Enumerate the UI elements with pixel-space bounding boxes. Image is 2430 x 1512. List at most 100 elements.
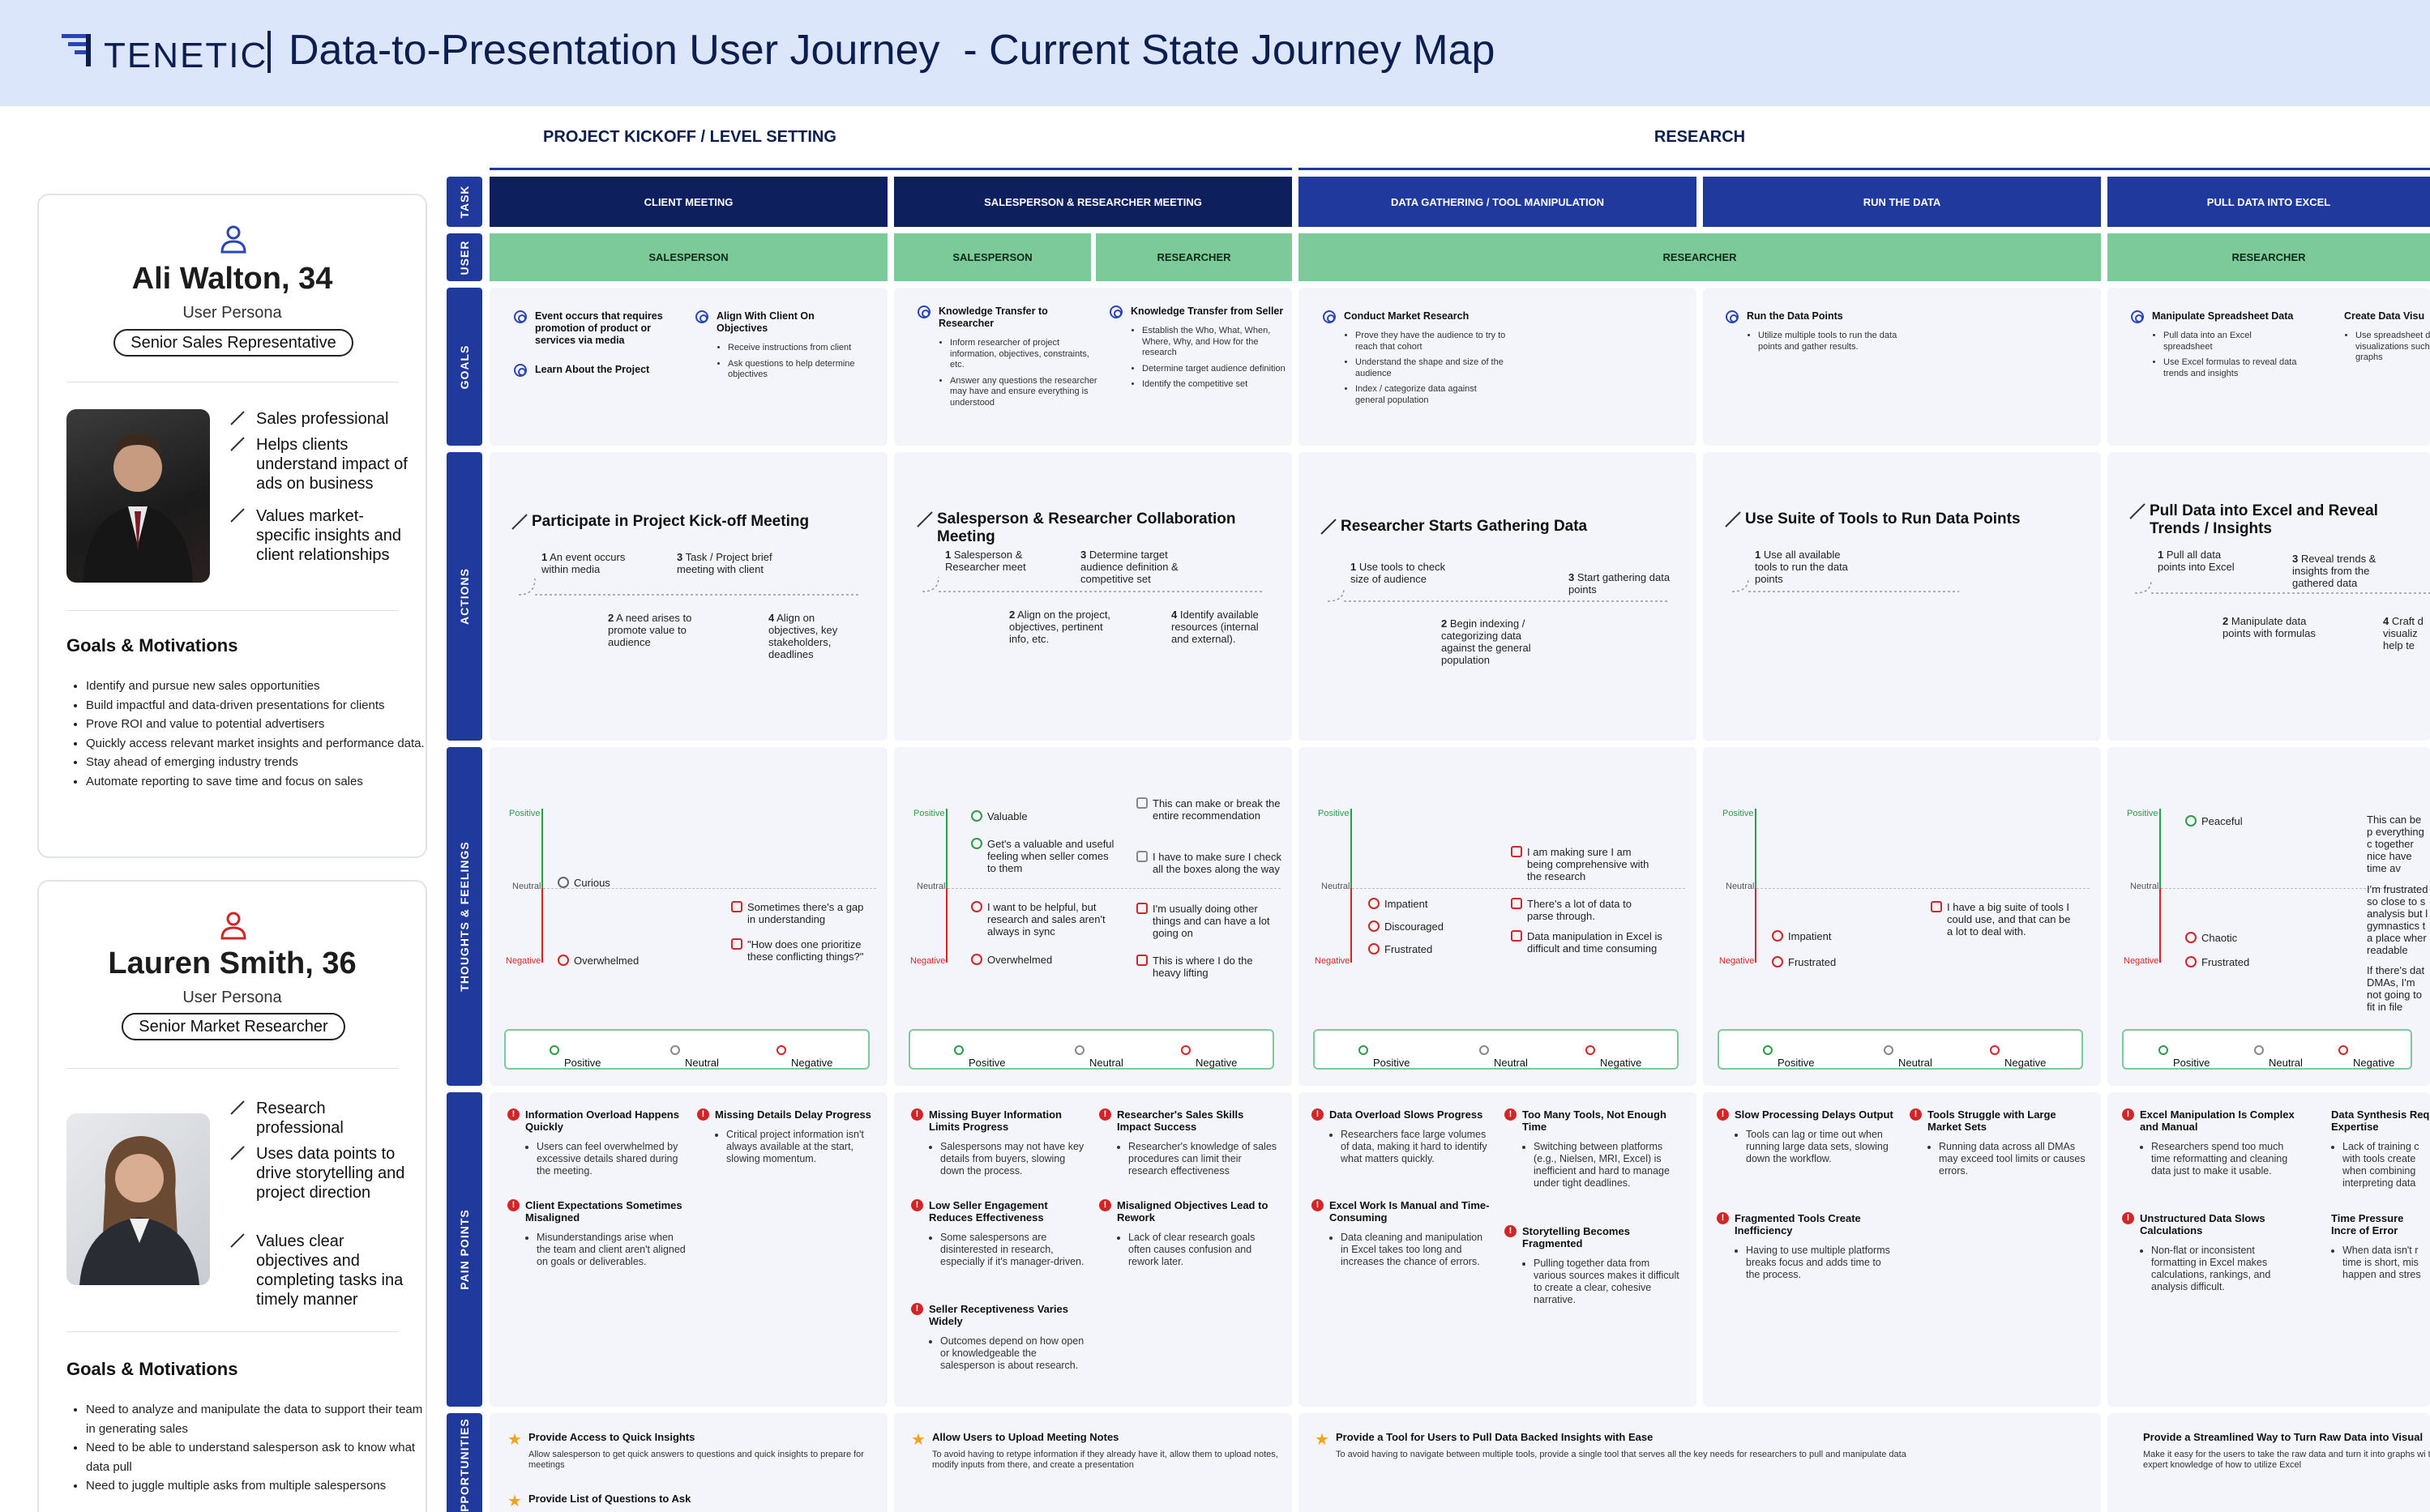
- logo-text: TENETIC: [104, 36, 268, 75]
- task-client-meeting: CLIENT MEETING: [490, 177, 888, 227]
- smile-icon: [971, 810, 982, 822]
- axis-positive-line: [946, 809, 948, 888]
- pain-point: !Fragmented Tools Create InefficiencyHav…: [1717, 1212, 1897, 1281]
- goal-item: Manipulate Spreadsheet DataPull data int…: [2131, 310, 2298, 384]
- feeling-quote: Sometimes there's a gap in understanding: [731, 901, 869, 925]
- alert-icon: !: [1910, 1108, 1922, 1121]
- alert-icon: !: [1504, 1225, 1517, 1237]
- row-label-thoughts: THOUGHTS & FEELINGS: [447, 747, 482, 1086]
- axis-label-positive: Positive: [509, 809, 541, 818]
- frown-icon: [1181, 1045, 1191, 1055]
- task-run-the-data: RUN THE DATA: [1703, 177, 2101, 227]
- neutral-face-icon: [558, 877, 569, 888]
- feeling-state: Overwhelmed: [558, 955, 704, 967]
- person-icon: [220, 225, 246, 254]
- frown-icon: [2185, 956, 2197, 967]
- frown-icon: [1772, 930, 1783, 942]
- pain-point: !Excel Work Is Manual and Time-Consuming…: [1311, 1199, 1491, 1268]
- action-flow-line: [922, 576, 1263, 592]
- goals-motivations-list: Identify and pursue new sales opportunit…: [86, 677, 426, 791]
- pain-point: !Data Overload Slows ProgressResearchers…: [1311, 1108, 1491, 1165]
- action-step: 2 Manipulate data points with formulas: [2223, 615, 2316, 639]
- speech-bubble-icon: [1511, 930, 1522, 942]
- phase-kickoff-label: PROJECT KICKOFF / LEVEL SETTING: [543, 128, 836, 146]
- list-item: Automate reporting to save time and focu…: [86, 772, 426, 792]
- list-item: Need to analyze and manipulate the data …: [86, 1400, 426, 1438]
- frown-icon: [971, 901, 982, 912]
- legend-item: Neutral: [1884, 1044, 1932, 1069]
- pain-point: !Seller Receptiveness Varies WidelyOutco…: [911, 1303, 1091, 1372]
- alert-icon: !: [1717, 1212, 1729, 1224]
- feeling-state: I want to be helpful, but research and s…: [971, 901, 1117, 938]
- pain-point: !Time Pressure Incre of ErrorWhen data i…: [2331, 1212, 2430, 1281]
- pain-point: !Unstructured Data Slows CalculationsNon…: [2122, 1212, 2302, 1293]
- neutral-baseline: [1756, 888, 2090, 889]
- action-step: 3 Determine target audience definition &…: [1080, 549, 1179, 585]
- persona-role-badge: Senior Market Researcher: [122, 1013, 345, 1040]
- axis-label-neutral: Neutral: [1726, 882, 1755, 891]
- divider: [66, 1331, 399, 1332]
- axis-positive-line: [541, 809, 543, 888]
- row-label-task: TASK: [447, 177, 482, 227]
- feeling-quote: This can be p everything c together nice…: [2367, 814, 2430, 874]
- feeling-quote: There's a lot of data to parse through.: [1511, 898, 1657, 922]
- pain-point: !Client Expectations Sometimes Misaligne…: [507, 1199, 687, 1268]
- pain-point: !Researcher's Sales Skills Impact Succes…: [1099, 1108, 1279, 1177]
- pain-cell: [2107, 1092, 2430, 1407]
- alert-icon: !: [1311, 1199, 1324, 1211]
- opportunity-item: ★Provide List of Questions to Ask: [507, 1493, 691, 1510]
- user-researcher: RESEARCHER: [2107, 233, 2430, 281]
- target-icon: [514, 310, 527, 323]
- list-item: Build impactful and data-driven presenta…: [86, 696, 426, 715]
- speech-bubble-icon: [1136, 903, 1148, 914]
- feeling-state: Impatient: [1368, 898, 1514, 910]
- pencil-icon: [230, 411, 245, 425]
- neutral-face-icon: [670, 1045, 680, 1055]
- goal-item: Conduct Market ResearchProve they have t…: [1323, 310, 1506, 411]
- pencil-icon: [2129, 503, 2146, 519]
- persona-name: Ali Walton, 34: [131, 262, 333, 296]
- action-step: 2 Begin indexing / categorizing data aga…: [1441, 617, 1531, 666]
- action-flow-line: [2135, 579, 2430, 594]
- smile-icon: [1763, 1045, 1773, 1055]
- alert-icon: !: [1311, 1108, 1324, 1121]
- feeling-quote: If there's dat DMAs, I'm not going to fi…: [2367, 964, 2430, 1013]
- action-step: 4 Craft d visualiz help te: [2383, 615, 2424, 651]
- goal-item: Run the Data PointsUtilize multiple tool…: [1726, 310, 1909, 357]
- action-title: Use Suite of Tools to Run Data Points: [1745, 510, 2021, 527]
- actions-cell: [1703, 452, 2101, 741]
- axis-positive-line: [1755, 809, 1756, 888]
- target-icon: [918, 305, 931, 318]
- axis-label-neutral: Neutral: [512, 882, 541, 891]
- task-salesperson-researcher-meeting: SALESPERSON & RESEARCHER MEETING: [894, 177, 1292, 227]
- target-icon: [1323, 310, 1336, 323]
- smile-icon: [954, 1045, 964, 1055]
- pain-cell: [490, 1092, 888, 1407]
- persona-photo: [66, 1113, 210, 1285]
- list-item: Need to be able to understand salesperso…: [86, 1438, 426, 1476]
- action-step: 3 Reveal trends & insights from the gath…: [2292, 553, 2377, 589]
- legend-item: Negative: [1990, 1044, 2046, 1069]
- pencil-icon: [511, 514, 528, 530]
- user-salesperson: SALESPERSON: [894, 233, 1091, 281]
- pain-cell: [894, 1092, 1292, 1407]
- opp-cell: [490, 1413, 888, 1512]
- axis-label-positive: Positive: [913, 809, 945, 818]
- pain-point: !Too Many Tools, Not Enough TimeSwitchin…: [1504, 1108, 1684, 1190]
- pencil-icon: [1320, 519, 1337, 535]
- pencil-icon: [230, 1146, 245, 1160]
- alert-icon: !: [911, 1108, 923, 1121]
- actions-cell: [490, 452, 888, 741]
- persona-subtitle: User Persona: [182, 304, 282, 322]
- pain-point: !Misaligned Objectives Lead to ReworkLac…: [1099, 1199, 1279, 1268]
- opp-cell: [1298, 1413, 2101, 1512]
- action-title: Researcher Starts Gathering Data: [1341, 518, 1588, 535]
- persona-trait: Values clear objectives and completing t…: [256, 1232, 404, 1309]
- pain-point: !Information Overload Happens QuicklyUse…: [507, 1108, 687, 1177]
- opp-cell: [894, 1413, 1292, 1512]
- goal-item: Learn About the Project: [514, 364, 681, 377]
- action-step: 2 Align on the project, objectives, pert…: [1009, 609, 1111, 645]
- persona-name: Lauren Smith, 36: [108, 946, 357, 980]
